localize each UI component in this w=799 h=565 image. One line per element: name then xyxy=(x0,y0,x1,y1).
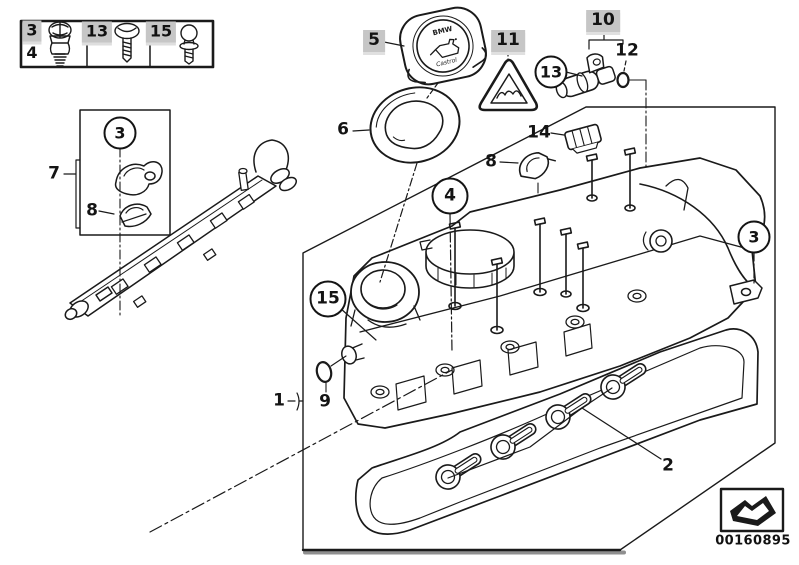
cover-screw-bosses xyxy=(370,289,647,399)
legend-num-13[interactable]: 13 xyxy=(81,21,113,43)
diagram-code-stamp xyxy=(719,487,785,533)
legend-num-15[interactable]: 15 xyxy=(145,21,177,43)
callout-2[interactable]: 2 xyxy=(662,455,674,476)
page-arrow-icon xyxy=(730,496,776,526)
stamp-code: 00160895 xyxy=(715,533,791,549)
callout-11[interactable]: 11 xyxy=(491,30,525,52)
warning-triangle-label xyxy=(478,58,539,112)
oil-filler-cap: BMW Castrol xyxy=(399,6,487,86)
callout-3-cover[interactable]: 3 xyxy=(737,220,771,254)
callout-10[interactable]: 10 xyxy=(586,10,620,32)
callout-9[interactable]: 9 xyxy=(319,391,331,412)
callout-3-clamp[interactable]: 3 xyxy=(103,116,137,150)
legend-box xyxy=(19,19,215,69)
callout-7[interactable]: 7 xyxy=(48,163,60,184)
callout-15-ballpin[interactable]: 15 xyxy=(309,280,347,318)
cable-holder xyxy=(564,123,602,154)
cover-clamp xyxy=(519,152,557,180)
legend-part-screw-icon xyxy=(114,22,140,63)
callout-8-cover[interactable]: 8 xyxy=(485,151,497,172)
callout-1[interactable]: 1 xyxy=(273,390,285,411)
assembly-boundary-box xyxy=(301,106,776,555)
cover-bolts xyxy=(448,147,637,335)
callout-8-clamp[interactable]: 8 xyxy=(86,200,98,221)
legend-part-rubber-element-icon xyxy=(48,21,72,67)
legend-part-ball-pin-icon xyxy=(179,24,199,65)
callout-12[interactable]: 12 xyxy=(615,40,639,61)
callout-5[interactable]: 5 xyxy=(363,30,385,52)
sensor-o-ring xyxy=(616,71,630,89)
o-ring-leaders xyxy=(325,355,347,393)
small-o-ring xyxy=(315,361,333,383)
eyelet-gaskets xyxy=(435,362,647,490)
leader-lines xyxy=(63,32,755,533)
legend-num-3[interactable]: 3 xyxy=(22,20,42,42)
callout-4[interactable]: 4 xyxy=(431,177,469,215)
callout-13-screw[interactable]: 13 xyxy=(534,55,568,89)
cylinder-head-cover xyxy=(341,147,766,429)
callout-6[interactable]: 6 xyxy=(337,119,349,140)
callout-14[interactable]: 14 xyxy=(527,122,551,143)
valve-cover-gasket xyxy=(354,328,759,535)
legend-num-4[interactable]: 4 xyxy=(26,43,38,62)
cap-brand-bottom: Castrol xyxy=(436,57,459,69)
filler-neck-gasket xyxy=(369,86,461,164)
